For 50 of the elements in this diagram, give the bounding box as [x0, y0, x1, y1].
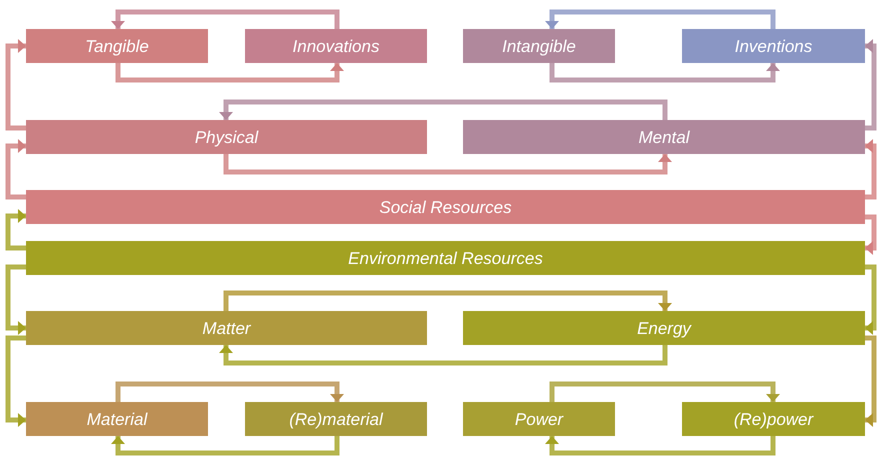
process-box [463, 402, 615, 436]
box-label: (Re)power [734, 410, 814, 428]
process-box [26, 241, 865, 275]
process-box [26, 29, 208, 63]
box-label: Physical [194, 128, 258, 146]
arrow [545, 10, 776, 29]
process-box [26, 190, 865, 224]
arrow [6, 209, 26, 250]
arrow [6, 139, 26, 200]
arrow [6, 39, 26, 130]
arrow [6, 336, 26, 427]
arrow [224, 290, 672, 311]
process-box [245, 29, 427, 63]
arrow [865, 39, 876, 130]
arrow [219, 100, 668, 120]
box-label: Intangible [502, 38, 576, 54]
process-box [682, 29, 865, 63]
process-box [463, 120, 865, 154]
box-label: Power [514, 410, 564, 428]
process-box [463, 311, 865, 345]
box-label: Energy [637, 320, 691, 336]
arrow [111, 10, 340, 29]
box-label: Mental [638, 128, 690, 146]
arrow [224, 154, 672, 174]
arrow [865, 139, 876, 200]
process-box [682, 402, 865, 436]
box-label: Tangible [85, 38, 149, 54]
arrow [865, 264, 876, 335]
process-box [26, 402, 208, 436]
box-label: Social Resources [379, 198, 512, 216]
arrow [865, 214, 876, 255]
process-box [245, 402, 427, 436]
arrow [116, 382, 344, 402]
box-label: Innovations [292, 38, 380, 54]
arrow [6, 264, 26, 335]
arrow [111, 436, 340, 456]
arrow [219, 345, 668, 366]
box-label: Environmental Resources [348, 250, 543, 266]
box-label: Matter [202, 320, 251, 336]
arrow [545, 436, 776, 456]
box-label: Material [86, 410, 148, 428]
process-box [26, 120, 427, 154]
arrow [865, 336, 876, 427]
box-label: (Re)material [289, 410, 383, 428]
arrow [550, 382, 780, 402]
process-box [26, 311, 427, 345]
box-label: Inventions [734, 38, 812, 54]
process-box [463, 29, 615, 63]
arrow [116, 63, 344, 82]
arrow [550, 63, 780, 82]
